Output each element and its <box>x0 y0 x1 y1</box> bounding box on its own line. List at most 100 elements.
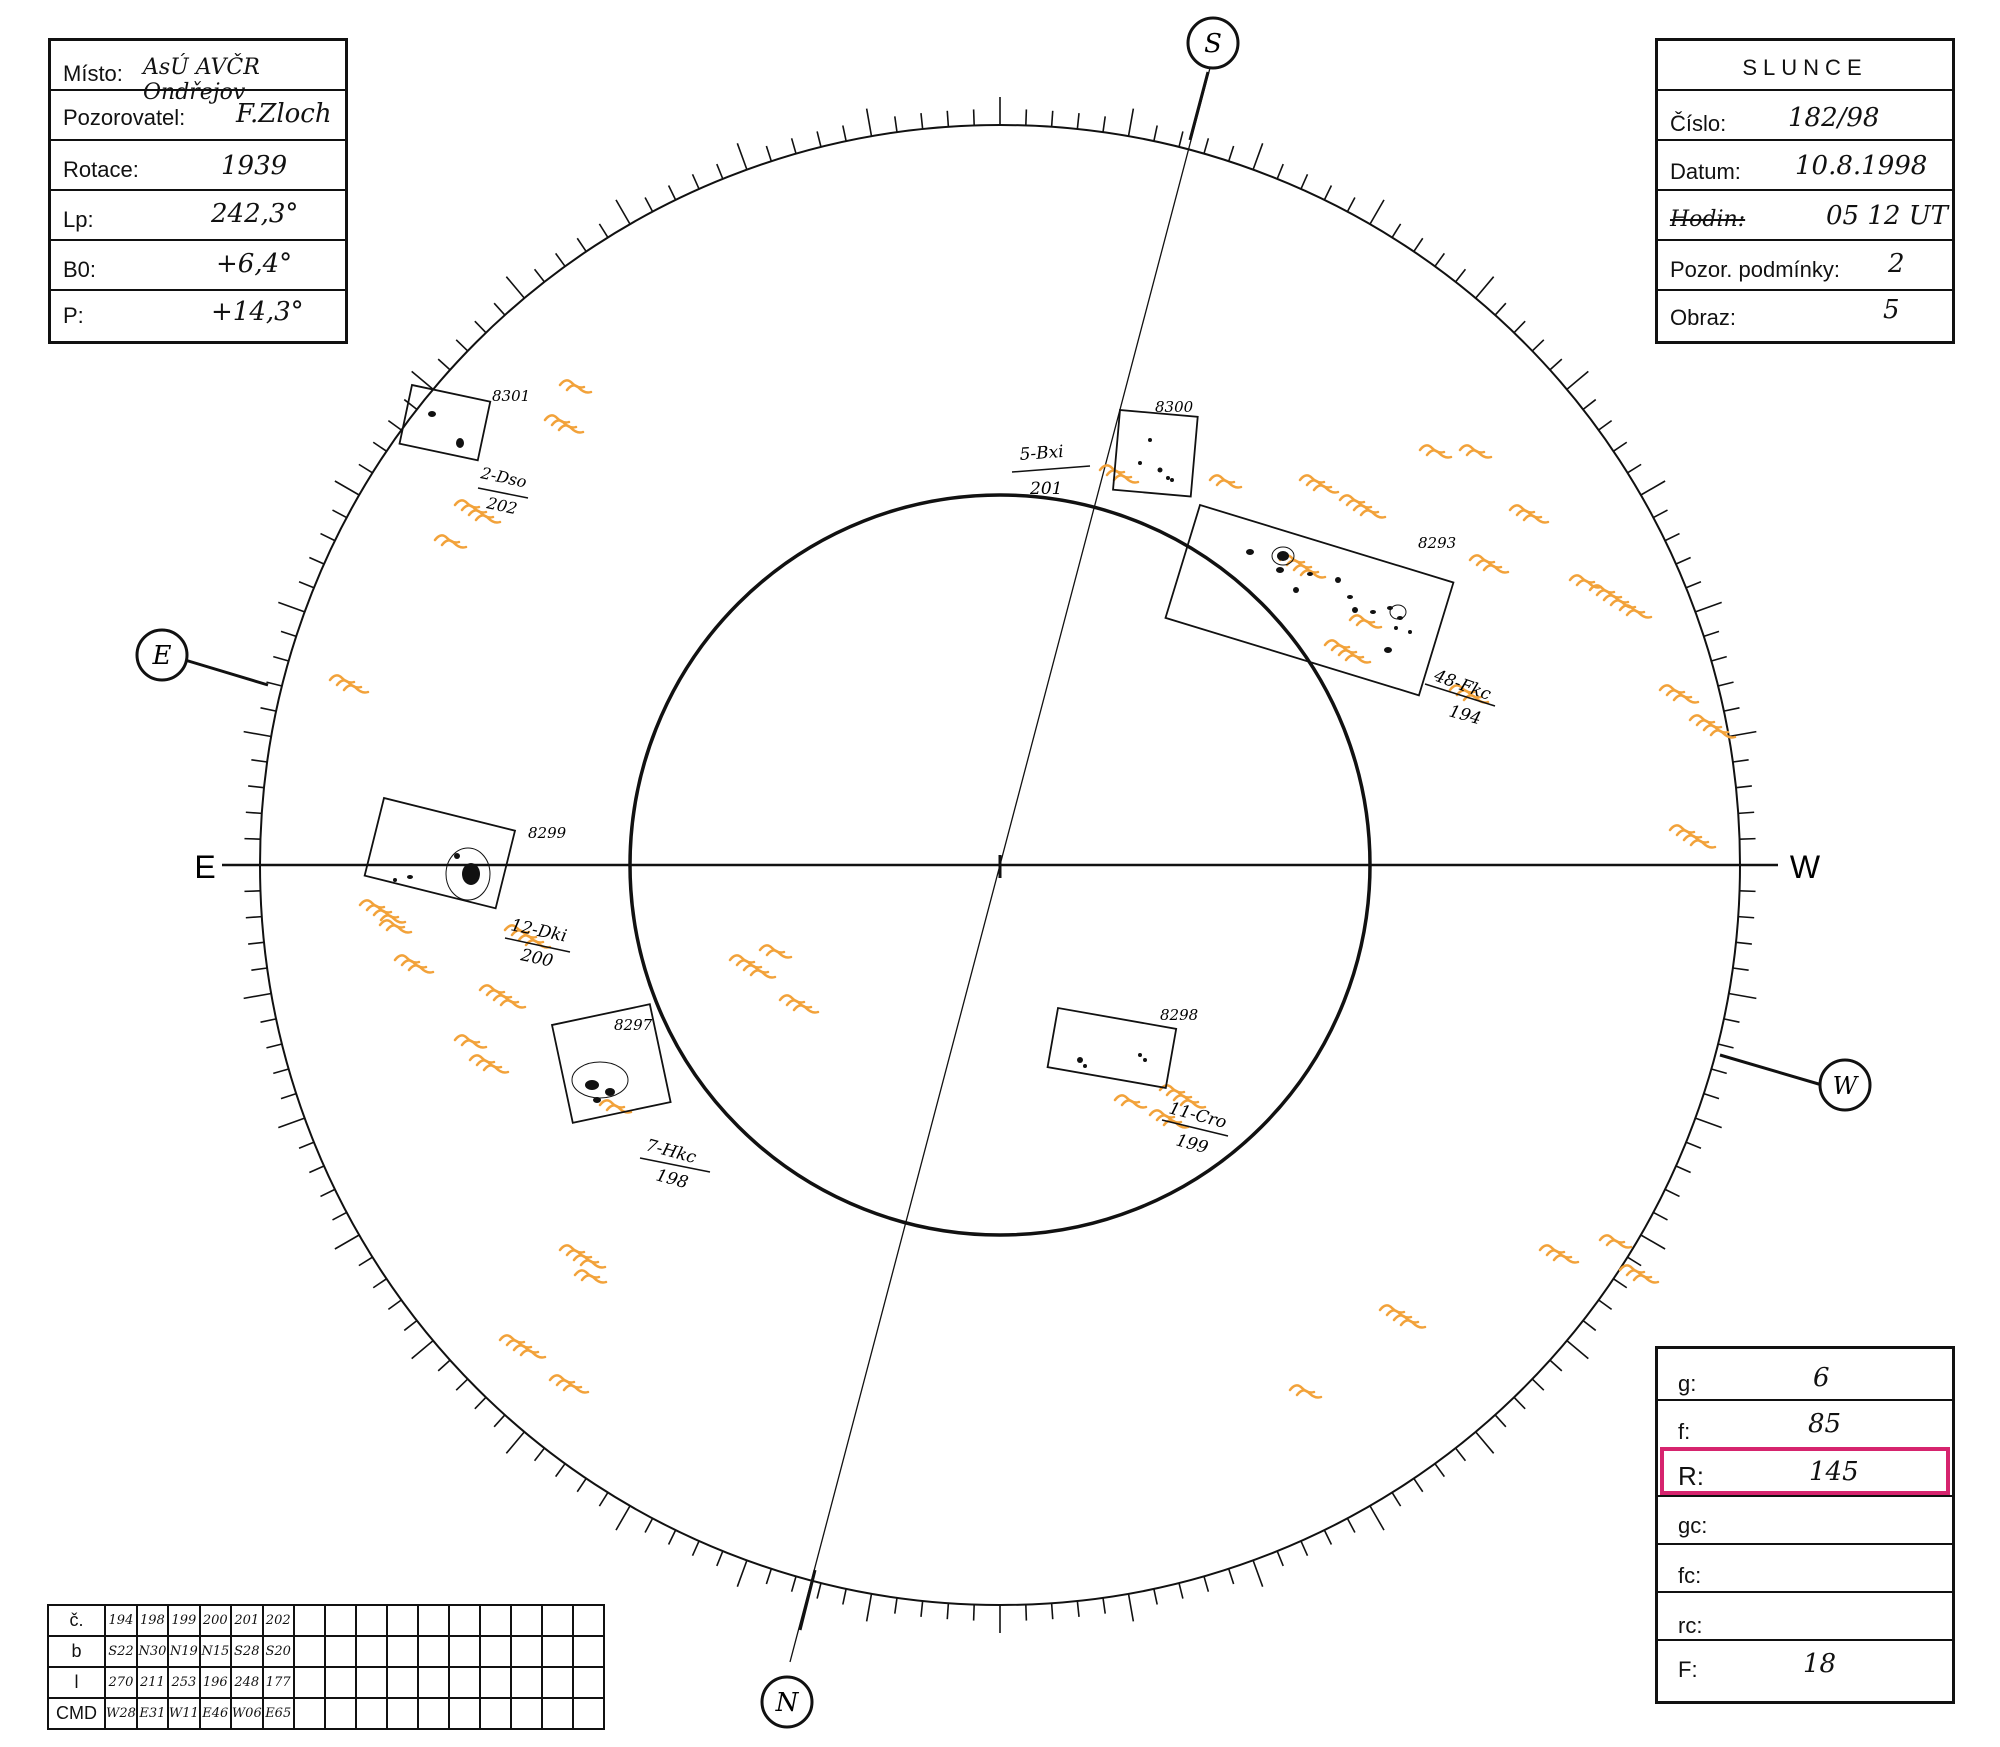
facula-stroke <box>499 999 527 1009</box>
limb-tick <box>1475 1431 1495 1454</box>
limb-tick <box>1582 398 1597 411</box>
facula-stroke <box>1668 824 1696 834</box>
limb-tick <box>946 1603 950 1620</box>
limb-tick <box>1391 1492 1402 1507</box>
limb-tick <box>1695 1117 1722 1129</box>
limb-tick <box>1640 480 1666 496</box>
spot-table-empty-cell <box>540 1604 574 1637</box>
limb-tick <box>1738 915 1755 919</box>
limb-tick <box>972 109 975 126</box>
group-class-8300: 5-Bxi <box>1019 442 1064 465</box>
g-row: g: 6 <box>1658 1349 1952 1399</box>
facula-stroke <box>1552 1254 1580 1264</box>
facula-stroke <box>1522 514 1550 524</box>
facula-stroke <box>565 1249 593 1259</box>
limb-tick <box>1076 113 1080 130</box>
facula-stroke <box>573 1269 601 1279</box>
facula-stroke <box>1468 554 1496 564</box>
limb-tick <box>387 419 402 431</box>
facula-stroke <box>1465 449 1493 459</box>
limb-tick <box>1153 1588 1158 1605</box>
f-label: f: <box>1678 1419 1691 1444</box>
limb-tick <box>554 252 566 267</box>
limb-tick <box>273 1068 289 1075</box>
facula-stroke <box>365 904 393 914</box>
spot-table-empty-cell <box>385 1604 419 1637</box>
observation-info-box: Místo: AsÚ AVČR Ondřejov Pozorovatel: F.… <box>48 38 348 344</box>
F-value: 18 <box>1803 1649 1837 1679</box>
spot-table-cell: N30 <box>135 1635 169 1668</box>
limb-tick <box>576 237 587 252</box>
e-pointer-line <box>184 658 269 687</box>
facula-stroke <box>1215 479 1243 489</box>
facula-stroke <box>328 674 356 684</box>
sunspot-group-8300: 8300 5-Bxi 201 <box>1011 398 1199 499</box>
facula-stroke <box>1605 1239 1633 1249</box>
limb-tick <box>816 131 822 148</box>
spot-table-cell: E65 <box>261 1697 295 1730</box>
limb-tick <box>790 138 797 154</box>
w-pointer-line <box>1719 1053 1823 1087</box>
facula-stroke <box>453 499 481 509</box>
limb-tick <box>403 398 418 411</box>
spot-table-empty-cell <box>447 1604 481 1637</box>
limb-tick <box>615 1505 631 1531</box>
facula-stroke <box>478 984 506 994</box>
pozor-podminky-value: 2 <box>1888 249 1905 279</box>
obraz-row: Obraz: 5 <box>1658 291 1952 335</box>
facula-stroke <box>1345 499 1373 509</box>
limb-tick <box>1653 1211 1668 1221</box>
spot-table-empty-cell <box>416 1697 450 1730</box>
cas-row: Hodin: 05 12 UT <box>1658 191 1952 241</box>
svg-text:E: E <box>152 641 172 671</box>
cislo-label: Číslo: <box>1670 111 1727 136</box>
limb-tick <box>455 339 469 352</box>
limb-tick <box>1475 276 1495 299</box>
obraz-label: Obraz: <box>1670 305 1737 330</box>
misto-value: AsÚ AVČR Ondřejov <box>143 55 260 105</box>
limb-tick <box>533 1447 546 1462</box>
sunspot-group-8297: 8297 7-Hkc 198 <box>550 1003 711 1193</box>
limb-tick <box>1413 237 1424 252</box>
limb-tick <box>1566 370 1589 390</box>
limb-tick <box>273 655 289 662</box>
group-sub-8301: 202 <box>484 493 519 518</box>
n-direction-marker: N <box>760 1675 814 1729</box>
limb-tick <box>667 185 677 201</box>
facula-stroke <box>785 999 813 1009</box>
facula-stroke <box>492 994 520 1004</box>
limb-tick <box>1695 601 1722 613</box>
p-value: +14,3° <box>211 297 304 327</box>
limb-tick <box>320 532 336 542</box>
limb-tick <box>1739 890 1756 893</box>
limb-tick <box>372 441 387 452</box>
facula-stroke <box>1208 474 1236 484</box>
limb-tick <box>251 967 268 972</box>
limb-tick <box>1323 1529 1333 1545</box>
facula-stroke <box>555 1379 583 1389</box>
limb-tick <box>691 1540 700 1556</box>
limb-tick <box>920 1600 924 1617</box>
spot-table-cell: N15 <box>198 1635 232 1668</box>
facula-stroke <box>550 419 578 429</box>
facula-stroke <box>1632 1274 1660 1284</box>
facula-stroke <box>562 1384 590 1394</box>
datum-value: 10.8.1998 <box>1795 151 1928 181</box>
facula-stroke <box>778 994 806 1004</box>
facula-stroke <box>517 934 545 944</box>
limb-tick <box>1613 441 1628 452</box>
facula-stroke <box>1378 1304 1406 1314</box>
svg-text:W: W <box>1833 1072 1860 1100</box>
group-number-8293: 8293 <box>1418 534 1456 552</box>
spot-table-cell: 201 <box>229 1604 264 1637</box>
limb-tick <box>1369 1505 1385 1531</box>
n-pointer-line <box>798 1569 817 1631</box>
limb-tick <box>842 125 847 142</box>
limb-tick <box>644 197 654 212</box>
facula-stroke <box>1312 484 1340 494</box>
spot-table-cell: W06 <box>229 1697 264 1730</box>
facula-stroke <box>1689 839 1717 849</box>
limb-tick <box>1252 143 1264 170</box>
